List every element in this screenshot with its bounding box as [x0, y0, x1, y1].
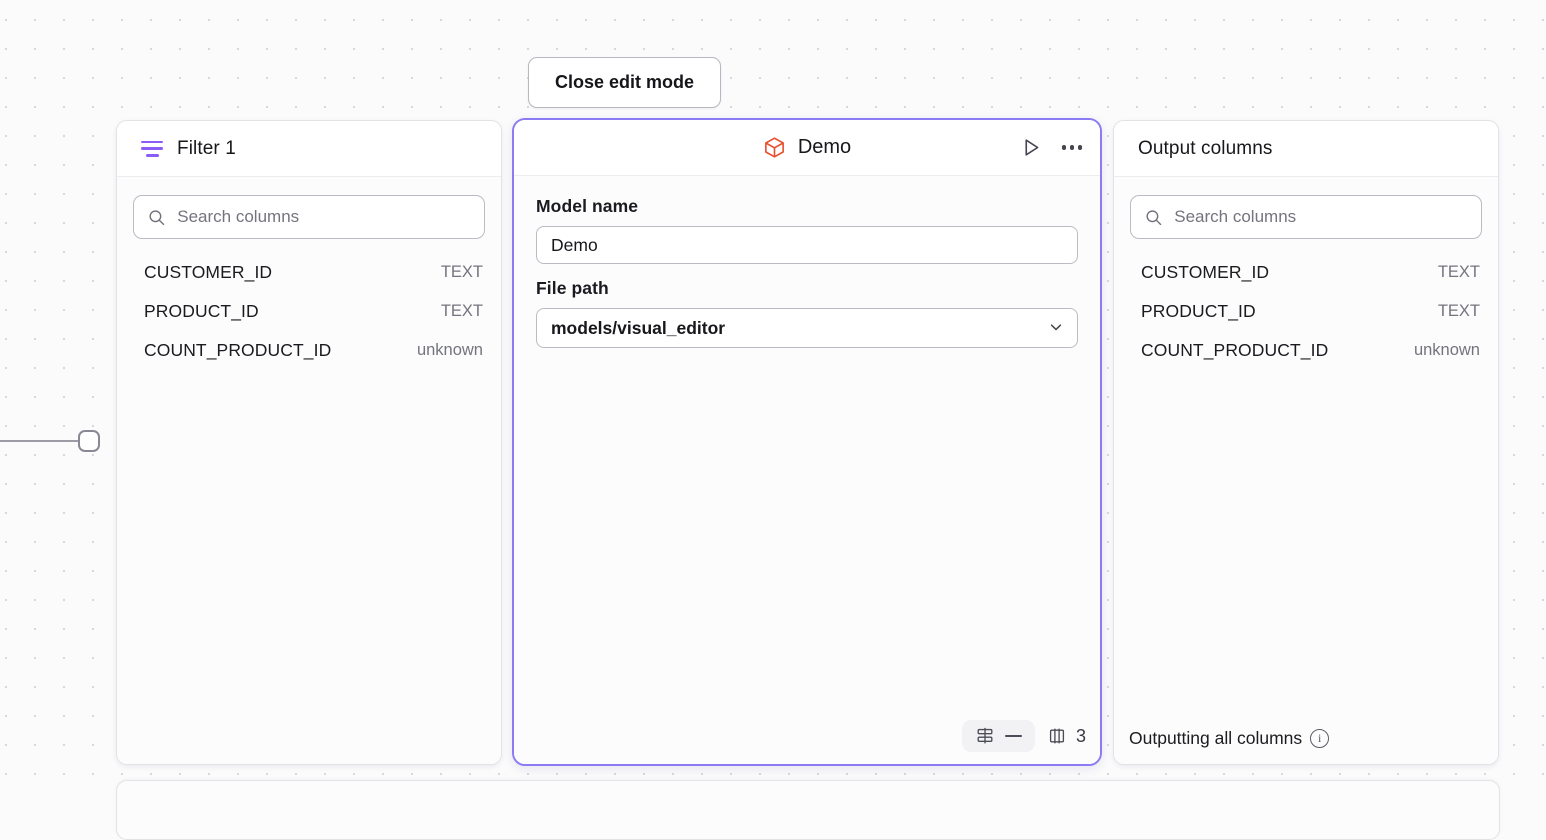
- table-row[interactable]: CUSTOMER_ID TEXT: [117, 253, 501, 292]
- filter-search-box[interactable]: [133, 195, 485, 239]
- file-path-select[interactable]: [536, 308, 1078, 348]
- run-button[interactable]: [1019, 135, 1044, 160]
- filter-node-panel[interactable]: Filter 1 CUSTOMER_ID TEXT PRODUCT_ID TEX…: [116, 120, 502, 765]
- model-footer-toolbar: 3: [961, 720, 1086, 752]
- columns-count-value: 3: [1075, 725, 1086, 746]
- output-panel-title: Output columns: [1138, 137, 1273, 159]
- search-icon: [149, 209, 165, 225]
- play-icon: [1025, 139, 1039, 156]
- model-form: Model name File path: [514, 176, 1100, 348]
- cube-icon: [764, 137, 784, 158]
- model-panel-body: Model name File path: [514, 176, 1100, 764]
- output-panel-footer: Outputting all columns i: [1114, 712, 1498, 764]
- column-name: PRODUCT_ID: [144, 301, 259, 321]
- column-type: TEXT: [1437, 263, 1480, 281]
- bottom-partial-node-panel[interactable]: [116, 780, 1500, 840]
- filter-panel-header: Filter 1: [117, 121, 501, 177]
- output-search-box[interactable]: [1130, 195, 1482, 239]
- filter-panel-body: CUSTOMER_ID TEXT PRODUCT_ID TEXT COUNT_P…: [117, 177, 501, 764]
- edge-handle[interactable]: [78, 430, 100, 452]
- output-panel-header: Output columns: [1114, 121, 1498, 177]
- column-type: unknown: [1413, 341, 1480, 359]
- rows-icon: [977, 727, 993, 744]
- output-status-text: Outputting all columns: [1129, 727, 1303, 748]
- column-name: CUSTOMER_ID: [1141, 262, 1270, 282]
- column-name: COUNT_PRODUCT_ID: [144, 340, 332, 360]
- column-name: COUNT_PRODUCT_ID: [1141, 340, 1329, 360]
- model-title-group: Demo: [763, 136, 851, 159]
- model-header-actions: [1019, 120, 1084, 175]
- table-row[interactable]: PRODUCT_ID TEXT: [117, 292, 501, 331]
- more-options-button[interactable]: [1060, 143, 1084, 151]
- info-icon[interactable]: i: [1310, 728, 1330, 748]
- filter-panel-title: Filter 1: [177, 137, 236, 159]
- graph-edge-connector: [0, 425, 130, 465]
- file-path-label: File path: [536, 278, 609, 298]
- table-row[interactable]: COUNT_PRODUCT_ID unknown: [117, 331, 501, 370]
- rows-toggle[interactable]: [961, 720, 1035, 752]
- ellipsis-icon: [1061, 145, 1082, 150]
- table-row[interactable]: PRODUCT_ID TEXT: [1114, 292, 1498, 331]
- filter-column-list: CUSTOMER_ID TEXT PRODUCT_ID TEXT COUNT_P…: [117, 253, 501, 370]
- column-type: TEXT: [1437, 302, 1480, 320]
- search-icon: [1146, 209, 1162, 225]
- close-edit-mode-button[interactable]: Close edit mode: [528, 57, 721, 108]
- output-search-input[interactable]: [1174, 207, 1467, 227]
- table-row[interactable]: COUNT_PRODUCT_ID unknown: [1114, 331, 1498, 370]
- output-panel-body: CUSTOMER_ID TEXT PRODUCT_ID TEXT COUNT_P…: [1114, 177, 1498, 764]
- column-type: TEXT: [440, 263, 483, 281]
- model-panel-header: Demo: [514, 120, 1100, 176]
- rows-count-value: [1004, 734, 1022, 738]
- filter-search-input[interactable]: [177, 207, 470, 227]
- column-type: unknown: [416, 341, 483, 359]
- output-columns-panel[interactable]: Output columns CUSTOMER_ID TEXT PRODUCT_…: [1113, 120, 1499, 765]
- filter-icon: [141, 140, 163, 157]
- model-panel-title: Demo: [797, 136, 852, 158]
- output-column-list: CUSTOMER_ID TEXT PRODUCT_ID TEXT COUNT_P…: [1114, 253, 1498, 370]
- column-name: CUSTOMER_ID: [144, 262, 273, 282]
- columns-indicator[interactable]: 3: [1047, 726, 1086, 747]
- column-name: PRODUCT_ID: [1141, 301, 1256, 321]
- column-type: TEXT: [440, 302, 483, 320]
- model-name-label: Model name: [536, 196, 639, 216]
- model-name-input[interactable]: [536, 226, 1078, 264]
- model-node-panel[interactable]: Demo Model name File path: [512, 118, 1102, 766]
- edge-line: [0, 440, 82, 442]
- table-row[interactable]: CUSTOMER_ID TEXT: [1114, 253, 1498, 292]
- columns-icon: [1049, 728, 1065, 744]
- file-path-select-wrap[interactable]: [536, 308, 1078, 348]
